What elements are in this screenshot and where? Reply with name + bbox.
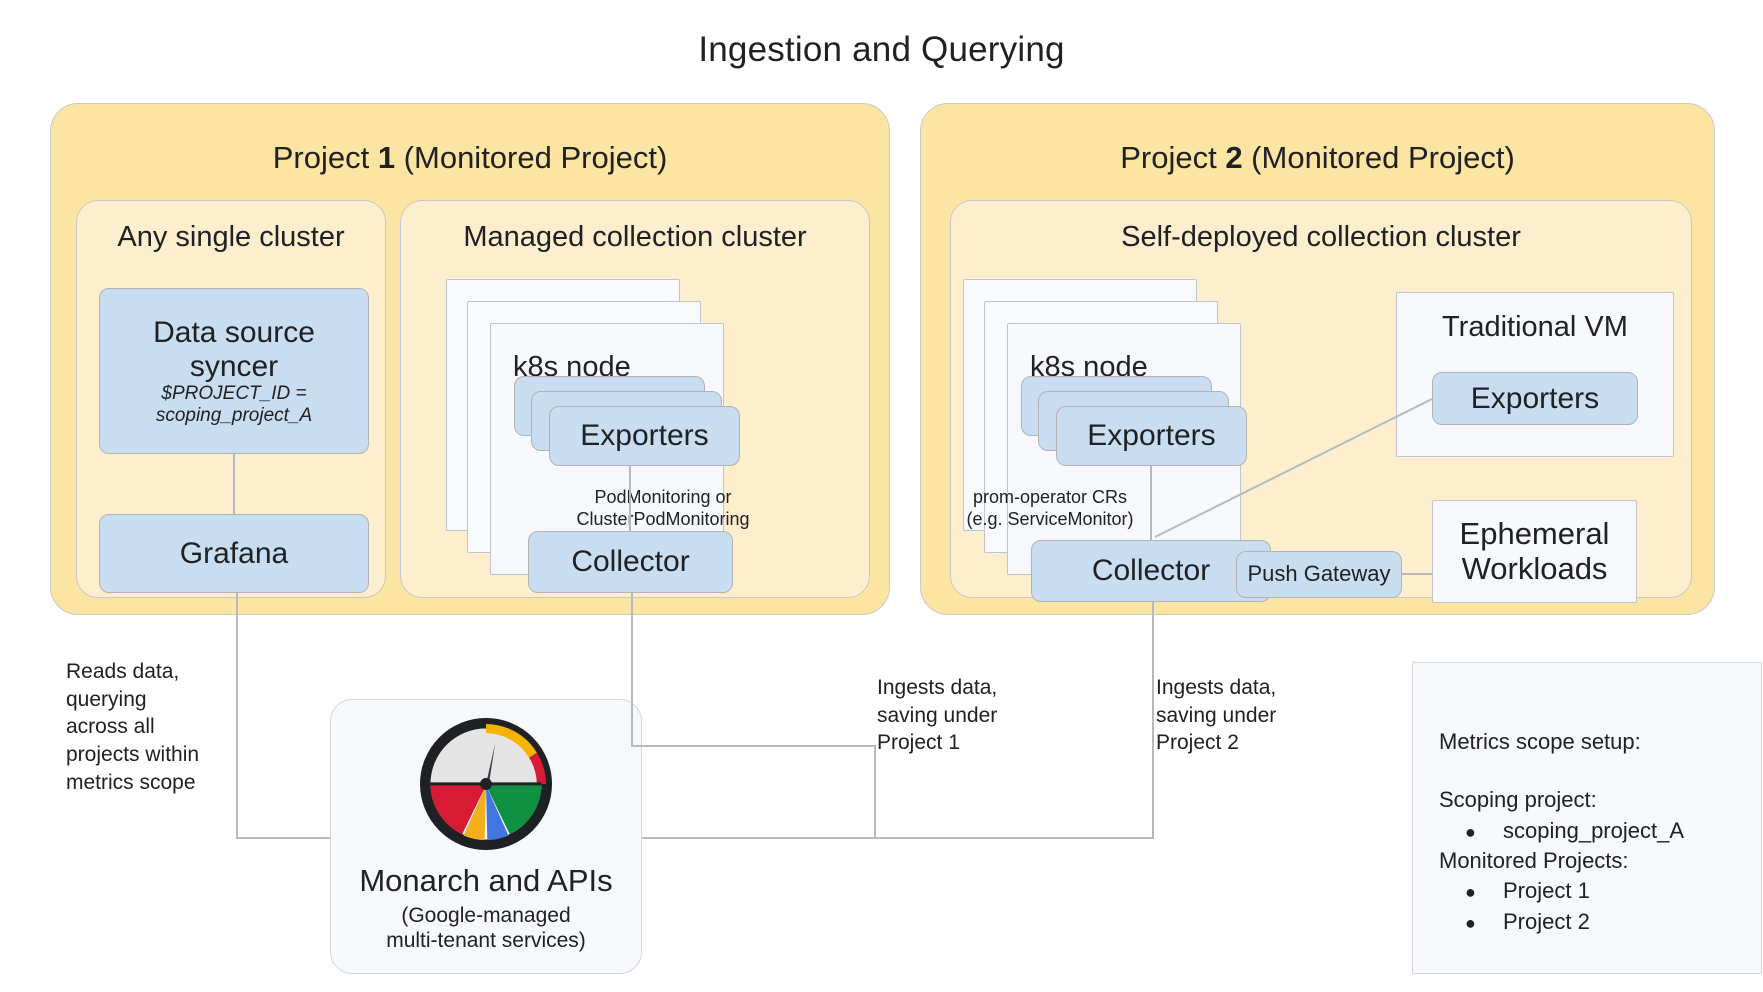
bullet-icon: ● (1465, 882, 1476, 903)
data-source-syncer-project-id: $PROJECT_ID = (161, 383, 307, 405)
edge-collector-p1-to-monarch (631, 593, 876, 839)
data-source-syncer-box[interactable]: Data source syncer $PROJECT_ID = scoping… (99, 288, 369, 454)
legend-scoping-label: Scoping project: (1439, 787, 1597, 813)
prom-operator-edge-label: prom-operator CRs (e.g. ServiceMonitor) (966, 487, 1134, 529)
ephemeral-workloads-card[interactable]: Ephemeral Workloads (1432, 500, 1637, 603)
cluster-any-single-title: Any single cluster (117, 221, 345, 253)
project-1-title-suffix: (Monitored Project) (395, 140, 668, 175)
traditional-vm-label: Traditional VM (1442, 311, 1628, 343)
reads-data-note: Reads data, querying across all projects… (66, 660, 200, 794)
project-1-title-prefix: Project (272, 140, 378, 175)
metrics-scope-legend: Metrics scope setup: Scoping project: ● … (1412, 662, 1762, 974)
bullet-icon: ● (1465, 912, 1476, 933)
exporters-card-front-p1[interactable]: Exporters (549, 406, 740, 466)
project-2-title-number: 2 (1225, 140, 1243, 175)
project-2-title-prefix: Project (1120, 140, 1226, 175)
legend-item-label: Project 2 (1503, 908, 1590, 934)
pod-monitoring-edge-label: PodMonitoring or ClusterPodMonitoring (576, 487, 750, 529)
project-1-title-number: 1 (377, 140, 396, 175)
monarch-title: Monarch and APIs (359, 863, 613, 898)
collector-label-p2: Collector (1091, 554, 1211, 588)
project-1-title: Project 1 (Monitored Project) (51, 140, 889, 176)
data-source-syncer-title-line1: Data source (153, 316, 315, 350)
page-title: Ingestion and Querying (698, 30, 1065, 69)
exporters-label-p2: Exporters (1087, 419, 1216, 453)
legend-item-label: Project 1 (1503, 878, 1590, 904)
legend-item-project-1: ● Project 1 (1439, 876, 1761, 906)
grafana-label: Grafana (179, 536, 289, 570)
monarch-and-apis-card[interactable]: Monarch and APIs (Google-managed multi-t… (330, 699, 642, 974)
ephemeral-workloads-label-line1: Ephemeral (1459, 516, 1610, 552)
bullet-icon: ● (1465, 821, 1476, 842)
data-source-syncer-scoping-project: scoping_project_A (155, 404, 313, 426)
exporters-card-front-p2[interactable]: Exporters (1056, 406, 1247, 466)
exporters-label-p1: Exporters (580, 419, 709, 453)
legend-item-scoping-project-a: ● scoping_project_A (1439, 816, 1761, 846)
push-gateway-label: Push Gateway (1247, 561, 1391, 587)
grafana-box[interactable]: Grafana (99, 514, 369, 593)
ingests-project2-note: Ingests data, saving under Project 2 (1156, 676, 1277, 755)
exporters-box-vm[interactable]: Exporters (1432, 372, 1638, 425)
monarch-subtitle: (Google-managed multi-tenant services) (386, 904, 586, 953)
push-gateway-box[interactable]: Push Gateway (1236, 551, 1402, 598)
legend-item-label: scoping_project_A (1503, 817, 1685, 843)
legend-heading: Metrics scope setup: (1439, 729, 1641, 754)
exporters-label-vm: Exporters (1470, 381, 1600, 415)
legend-item-project-2: ● Project 2 (1439, 907, 1761, 937)
cluster-managed-collection-title: Managed collection cluster (463, 221, 807, 253)
cluster-self-deployed-title: Self-deployed collection cluster (1121, 221, 1521, 253)
collector-box-p1[interactable]: Collector (528, 531, 733, 593)
data-source-syncer-title-line2: syncer (189, 349, 279, 383)
legend-monitored-label: Monitored Projects: (1439, 848, 1629, 874)
collector-box-p2[interactable]: Collector (1031, 540, 1271, 602)
ingests-project1-note: Ingests data, saving under Project 1 (877, 676, 998, 755)
legend-spacer (1439, 757, 1761, 785)
monarch-logo (420, 718, 552, 850)
ephemeral-workloads-label-line2: Workloads (1461, 550, 1608, 586)
project-2-title-suffix: (Monitored Project) (1242, 140, 1515, 175)
collector-label-p1: Collector (571, 545, 690, 579)
project-2-title: Project 2 (Monitored Project) (921, 140, 1714, 176)
